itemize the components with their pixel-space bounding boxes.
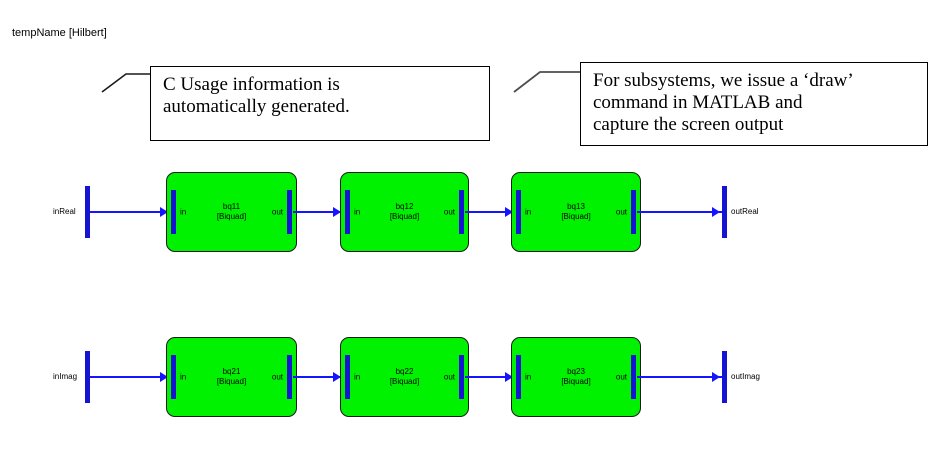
callout-2-line-1: For subsystems, we issue a ‘draw’ (593, 70, 854, 91)
block-bq11[interactable]: in bq11 [Biquad] out (166, 172, 297, 252)
wire-imag-in-to-bq21 (90, 376, 166, 378)
block-bq23[interactable]: in bq23 [Biquad] out (511, 337, 641, 417)
block-bq11-in-port[interactable] (171, 190, 176, 234)
block-bq11-out-label: out (271, 207, 283, 217)
input-terminal-label-imag: inImag (53, 372, 78, 381)
arrow-bq13-to-real-out (712, 207, 720, 217)
block-bq22-out-port[interactable] (459, 355, 464, 399)
wire-bq21-to-bq22 (293, 376, 341, 378)
block-bq23-in-label: in (525, 372, 532, 382)
block-bq12[interactable]: in bq12 [Biquad] out (340, 172, 469, 252)
callout-1-line-1: C Usage information is (163, 74, 340, 95)
arrow-bq23-to-imag-out (712, 372, 720, 382)
arrow-bq22-to-bq23 (505, 372, 513, 382)
input-terminal-label-real: inReal (53, 207, 76, 216)
page-title: tempName [Hilbert] (12, 27, 107, 39)
annotation-callout-c-usage: C Usage information is automatically gen… (150, 66, 490, 141)
block-bq13-out-port[interactable] (631, 190, 636, 234)
callout-2-line-3: capture the screen output (593, 114, 784, 135)
arrow-imag-in-to-bq21 (160, 372, 168, 382)
block-bq22[interactable]: in bq22 [Biquad] out (340, 337, 469, 417)
callout-leader-line-2 (513, 71, 582, 93)
arrow-bq21-to-bq22 (333, 372, 341, 382)
block-bq12-in-label: in (354, 207, 361, 217)
block-bq22-out-label: out (443, 372, 455, 382)
arrow-real-in-to-bq11 (160, 207, 168, 217)
callout-2-line-2: command in MATLAB and (593, 92, 803, 113)
wire-bq11-to-bq12 (293, 211, 341, 213)
wire-bq23-to-imag-out (637, 376, 722, 378)
input-terminal-bar-real[interactable] (85, 186, 90, 238)
wire-real-in-to-bq11 (90, 211, 166, 213)
arrow-bq12-to-bq13 (505, 207, 513, 217)
block-bq12-out-port[interactable] (459, 190, 464, 234)
block-bq13-in-port[interactable] (516, 190, 521, 234)
block-bq21-out-port[interactable] (287, 355, 292, 399)
block-bq23-out-label: out (615, 372, 627, 382)
annotation-callout-subsystems: For subsystems, we issue a ‘draw’ comman… (580, 62, 928, 146)
arrow-bq11-to-bq12 (333, 207, 341, 217)
output-terminal-label-imag: outImag (731, 372, 760, 381)
block-bq23-out-port[interactable] (631, 355, 636, 399)
block-bq23-in-port[interactable] (516, 355, 521, 399)
block-bq11-out-port[interactable] (287, 190, 292, 234)
block-bq12-out-label: out (443, 207, 455, 217)
block-bq13-out-label: out (615, 207, 627, 217)
output-terminal-bar-real[interactable] (722, 186, 727, 238)
output-terminal-label-real: outReal (731, 207, 759, 216)
block-bq22-in-port[interactable] (345, 355, 350, 399)
block-bq13[interactable]: in bq13 [Biquad] out (511, 172, 641, 252)
block-bq21-out-label: out (271, 372, 283, 382)
block-bq22-in-label: in (354, 372, 361, 382)
block-bq11-in-label: in (180, 207, 187, 217)
wire-bq13-to-real-out (637, 211, 722, 213)
block-bq21[interactable]: in bq21 [Biquad] out (166, 337, 297, 417)
block-bq13-in-label: in (525, 207, 532, 217)
callout-1-line-2: automatically generated. (163, 96, 350, 117)
wire-bq22-to-bq23 (465, 376, 513, 378)
wire-bq12-to-bq13 (465, 211, 513, 213)
output-terminal-bar-imag[interactable] (722, 351, 727, 403)
block-bq21-in-port[interactable] (171, 355, 176, 399)
block-bq21-in-label: in (180, 372, 187, 382)
block-bq12-in-port[interactable] (345, 190, 350, 234)
callout-leader-line-1 (101, 73, 154, 93)
input-terminal-bar-imag[interactable] (85, 351, 90, 403)
